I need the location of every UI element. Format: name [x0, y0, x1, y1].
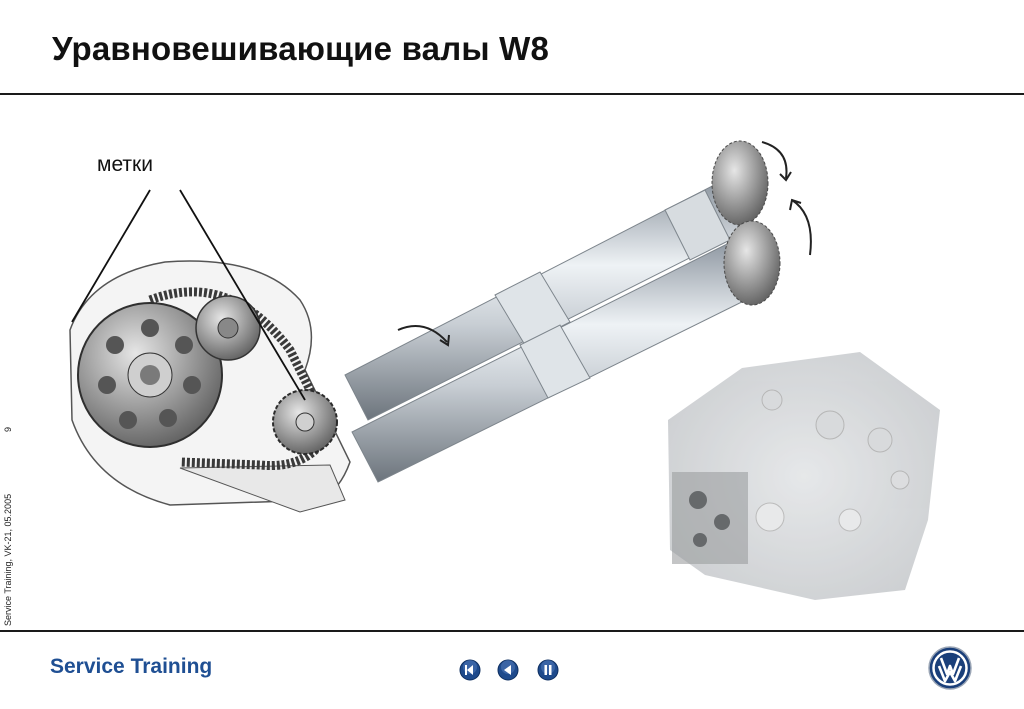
footer-brand-text: Service Training — [50, 655, 213, 678]
engine-block-image — [668, 352, 940, 600]
slide-title: Уравновешивающие валы W8 — [52, 30, 550, 67]
large-drive-gear — [77, 302, 223, 448]
drive-belt — [148, 287, 336, 471]
pause-icon[interactable] — [537, 659, 559, 681]
marks-callout-label: метки — [97, 153, 153, 176]
footer-divider — [0, 630, 1024, 632]
tensioner-pulley — [195, 295, 261, 361]
small-sprocket — [272, 389, 338, 455]
upper-balance-shaft — [344, 181, 746, 421]
callout-lines — [71, 189, 306, 401]
vw-logo-icon — [928, 646, 972, 690]
first-slide-icon[interactable] — [459, 659, 481, 681]
header-divider — [0, 93, 1024, 95]
previous-slide-icon[interactable] — [497, 659, 519, 681]
balance-shafts-illustration — [69, 140, 940, 600]
rotation-arrows — [397, 141, 812, 347]
shaft-end-gears — [711, 140, 781, 306]
